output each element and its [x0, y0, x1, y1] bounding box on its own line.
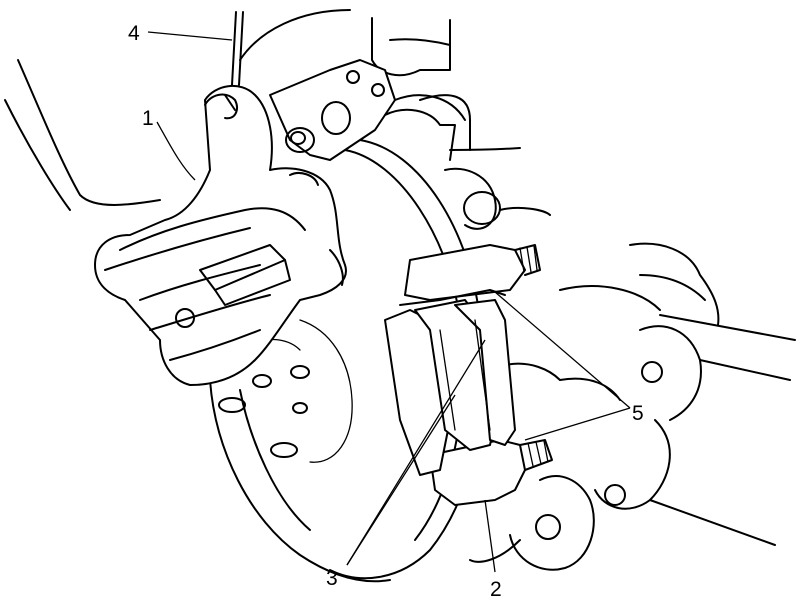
leader-3a: [346, 339, 486, 566]
knuckle-background: [4, 9, 796, 571]
callout-4: 4: [128, 22, 140, 45]
hanger-wire: [231, 11, 244, 86]
callout-3: 3: [326, 567, 338, 590]
callout-2: 2: [490, 578, 502, 601]
pad-support-plates: [399, 244, 553, 506]
leader-4: [147, 31, 233, 41]
leader-5b: [524, 407, 631, 441]
leader-3b: [346, 394, 456, 566]
leader-2: [484, 499, 496, 573]
brake-caliper: [94, 84, 347, 386]
leader-1: [156, 121, 196, 181]
callout-1: 1: [142, 107, 154, 130]
callout-5: 5: [632, 402, 644, 425]
leader-5a: [494, 291, 631, 409]
leader-lines: [147, 31, 631, 573]
callout-labels: 4 1 5 3 2: [128, 22, 644, 601]
brake-pads: [384, 299, 516, 476]
caliper-bracket: [269, 59, 466, 161]
